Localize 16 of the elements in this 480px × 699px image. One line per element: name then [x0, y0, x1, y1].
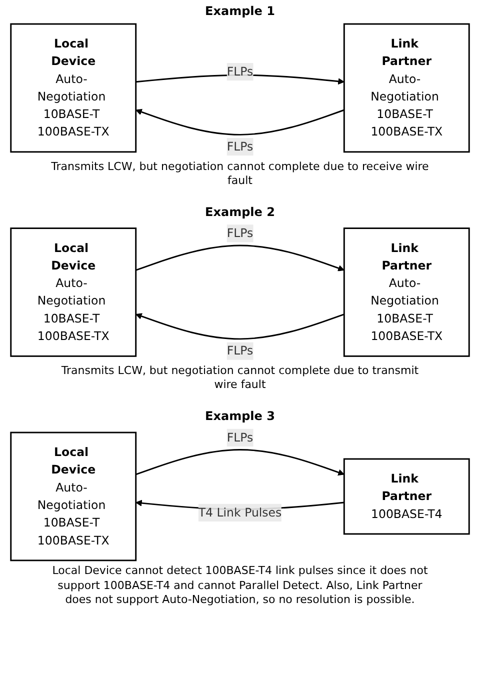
- device-box: Link Partner Auto- Negotiation 10BASE-T 100BASE-TX: [343, 23, 470, 153]
- example-title: Example 2: [204, 204, 276, 220]
- arrow: [136, 449, 344, 476]
- device-box: Local Device Auto- Negotiation 10BASE-T 100BASE-TX: [10, 228, 137, 357]
- device-box: Link Partner Auto- Negotiation 10BASE-T 100BASE-TX: [343, 228, 470, 357]
- device-box: Local Device Auto- Negotiation 10BASE-T 100BASE-TX: [10, 432, 137, 562]
- caption: Transmits LCW, but negotiation cannot complete due to transmit wire fault: [60, 364, 420, 392]
- arrow: [136, 313, 344, 340]
- device-box: Local Device Auto- Negotiation 10BASE-T 100BASE-TX: [10, 23, 137, 153]
- device-box: Link Partner 100BASE-T4: [343, 458, 470, 535]
- arrow: [136, 108, 344, 136]
- arrow: [136, 244, 344, 272]
- caption: Transmits LCW, but negotiation cannot complete due to receive wire fault: [50, 160, 430, 188]
- caption: Local Device cannot detect 100BASE-T4 link pulses since it does not support 100BASE-T4 and cannot Parallel Detect. Also, Link Partner does not support Auto-Negotiation, so no resolution is possible.: [51, 564, 429, 608]
- example-title: Example 3: [204, 408, 276, 424]
- example-title: Example 1: [204, 4, 276, 20]
